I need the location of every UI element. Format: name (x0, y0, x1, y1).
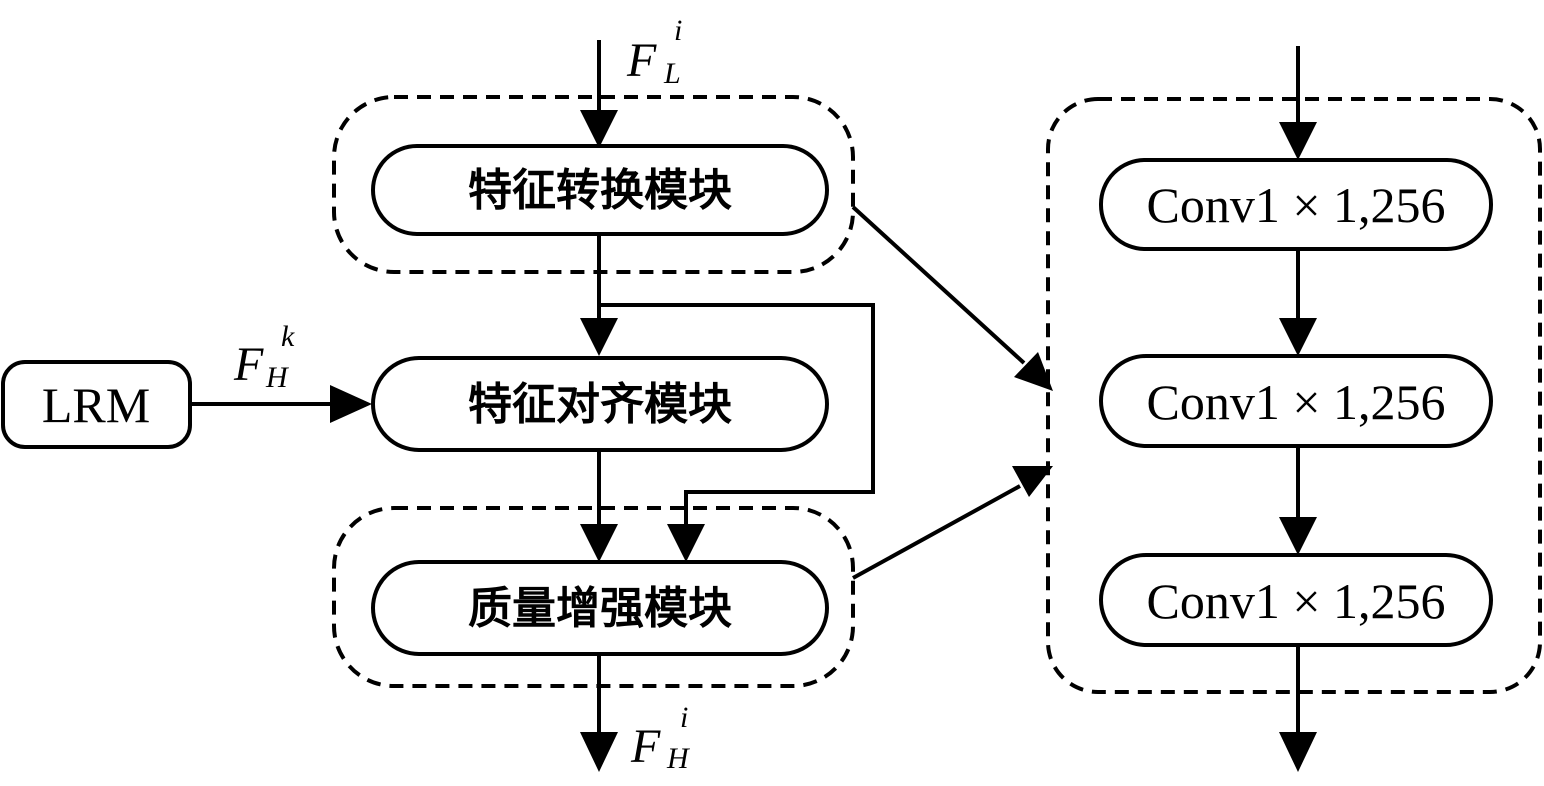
conv-block-label: Conv1 × 1,256 (1146, 177, 1445, 233)
lrm-label: LRM (42, 377, 150, 433)
arrowhead-align-to-enhance (580, 524, 618, 562)
quality-enhance-module: 质量增强模块 (371, 560, 829, 656)
svg-text:i: i (680, 701, 688, 734)
arrowhead-conv1-to-conv2 (1279, 318, 1317, 356)
svg-text:i: i (674, 14, 682, 47)
arrowheads (330, 110, 1317, 772)
label-input-low: F i L (626, 14, 682, 90)
connectors (190, 40, 1300, 735)
conv-block-label: Conv1 × 1,256 (1146, 573, 1445, 629)
arrowhead-conv-output (1279, 732, 1317, 772)
conv-dashed-group (1046, 97, 1542, 694)
quality-enhance-label: 质量增强模块 (468, 583, 732, 634)
conv-block-2: Conv1 × 1,256 (1099, 354, 1493, 448)
transform-dashed-group (332, 95, 855, 274)
svg-text:H: H (265, 361, 290, 394)
label-input-high: F k H (233, 320, 295, 394)
svg-text:F: F (630, 720, 661, 773)
arrowhead-transform-to-conv (1014, 352, 1053, 391)
conv-block-1: Conv1 × 1,256 (1099, 158, 1493, 251)
arrowhead-to-align (580, 318, 618, 356)
feature-transform-module: 特征转换模块 (371, 144, 829, 236)
arrowhead-conv2-to-conv3 (1279, 517, 1317, 555)
arrowhead-skip-to-enhance (667, 524, 705, 562)
svg-text:H: H (666, 742, 691, 775)
feature-transform-label: 特征转换模块 (468, 165, 732, 216)
svg-text:F: F (626, 34, 657, 87)
arrowhead-conv-input (1279, 122, 1317, 160)
svg-text:L: L (663, 57, 681, 90)
lrm-module: LRM (1, 360, 192, 449)
arrowhead-enhance-to-conv (1012, 466, 1053, 497)
conv-block-label: Conv1 × 1,256 (1146, 374, 1445, 430)
svg-text:F: F (233, 338, 264, 391)
conv-block-3: Conv1 × 1,256 (1099, 553, 1493, 647)
label-output-high: F i H (630, 701, 691, 775)
svg-text:k: k (281, 320, 295, 353)
feature-align-label: 特征对齐模块 (468, 379, 732, 430)
arrowhead-output-high (580, 732, 618, 772)
arrowhead-input-low (580, 110, 618, 148)
arrowhead-lrm-to-align (330, 385, 372, 423)
feature-align-module: 特征对齐模块 (371, 356, 829, 452)
